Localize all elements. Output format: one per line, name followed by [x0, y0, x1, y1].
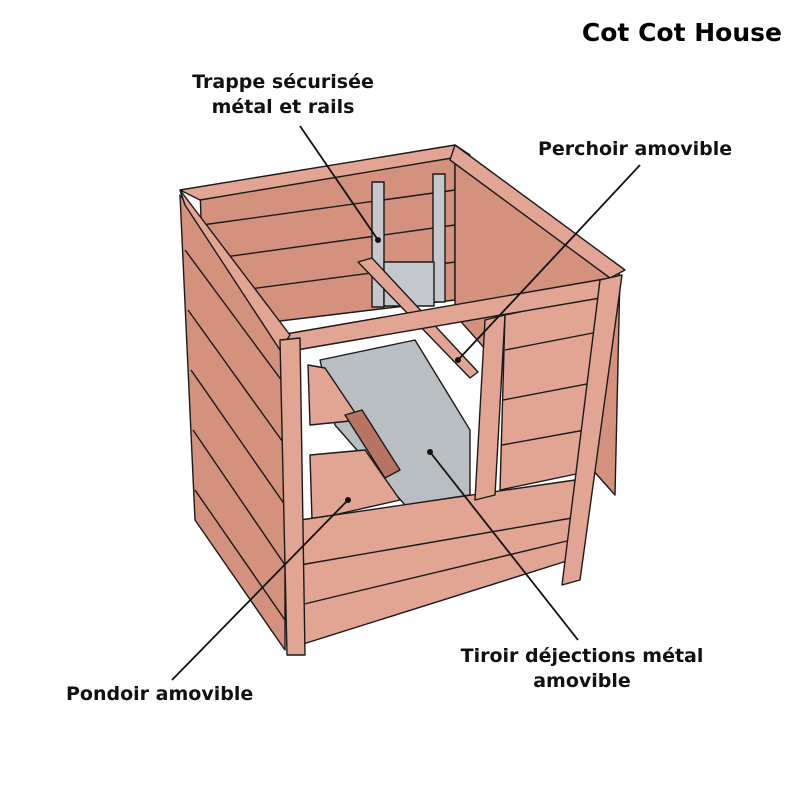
front-left-post: [279, 337, 306, 656]
trap-rail-right: [432, 173, 446, 303]
chicken-coop-drawing: [179, 144, 626, 656]
drawer-leader-line: [429, 451, 579, 641]
perch-label: Perchoir amovible: [538, 138, 733, 160]
nest-label: Pondoir amovible: [66, 683, 254, 705]
nest-dot: [345, 497, 351, 503]
drawer-label: Tiroir déjections métal amovible: [432, 644, 732, 694]
nest-leader-line: [171, 499, 349, 681]
drawer-dot: [427, 449, 433, 455]
trap-label-line2: métal et rails: [211, 96, 355, 118]
perch-leader-line: [457, 164, 641, 361]
nest-box-bottom: [309, 449, 401, 521]
nest-divider: [344, 409, 401, 479]
callout-lines: [171, 125, 641, 681]
trap-leader-line: [299, 125, 379, 241]
front-right-post: [561, 274, 623, 586]
callout-dots: [345, 237, 461, 503]
drawer-label-line1: Tiroir déjections métal: [460, 645, 704, 667]
trap-label-line1: Trappe sécurisée: [192, 71, 374, 93]
brand-title: Cot Cot House: [581, 18, 782, 47]
perch-dot: [455, 357, 461, 363]
trap-rail-left: [371, 181, 385, 308]
trap-dot: [375, 237, 381, 243]
top-frame-back: [179, 144, 471, 201]
trap-label: Trappe sécurisée métal et rails: [168, 70, 398, 120]
drawer-label-line2: amovible: [533, 670, 631, 692]
